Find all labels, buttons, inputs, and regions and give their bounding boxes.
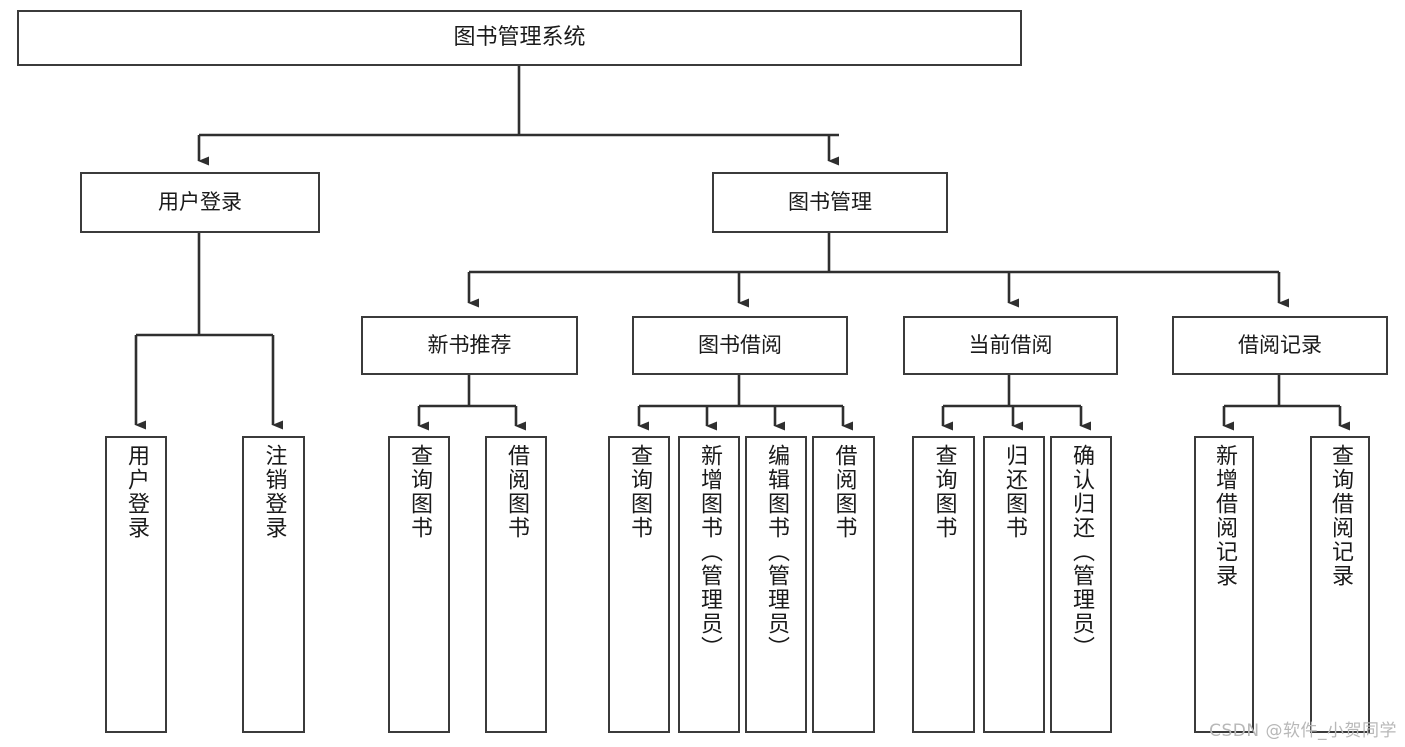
node-label: 注销登录 <box>261 444 287 540</box>
node-book-borrow[interactable]: 图书借阅 <box>632 316 848 375</box>
node-label: 用户登录 <box>124 444 149 540</box>
leaf-add-borrow-record[interactable]: 新增借阅记录 <box>1194 436 1254 733</box>
leaf-query-book-recommend[interactable]: 查询图书 <box>388 436 450 733</box>
node-label: 归还图书 <box>1002 444 1027 540</box>
node-label: 查询借阅记录 <box>1328 444 1353 588</box>
leaf-query-book-current[interactable]: 查询图书 <box>912 436 975 733</box>
leaf-confirm-return-admin[interactable]: 确认归还（管理员） <box>1050 436 1112 733</box>
node-label: 新书推荐 <box>427 332 512 357</box>
node-label: 图书借阅 <box>698 332 782 357</box>
node-new-book-recommend[interactable]: 新书推荐 <box>361 316 578 375</box>
node-label: 用户登录 <box>158 189 242 214</box>
leaf-add-book-admin[interactable]: 新增图书（管理员） <box>678 436 740 733</box>
node-label: 当前借阅 <box>968 332 1053 357</box>
node-current-borrow[interactable]: 当前借阅 <box>903 316 1118 375</box>
node-label: 确认归还（管理员） <box>1069 444 1094 660</box>
leaf-edit-book-admin[interactable]: 编辑图书（管理员） <box>745 436 807 733</box>
node-label: 借阅图书 <box>504 444 529 540</box>
leaf-query-book-borrow[interactable]: 查询图书 <box>608 436 670 733</box>
node-book-management[interactable]: 图书管理 <box>712 172 948 233</box>
node-label: 借阅记录 <box>1238 332 1322 357</box>
node-label: 查询图书 <box>627 444 652 540</box>
node-label: 查询图书 <box>407 444 432 540</box>
leaf-logout[interactable]: 注销登录 <box>242 436 305 733</box>
csdn-watermark: CSDN @软件_小贺同学 <box>1209 721 1397 741</box>
node-root-system[interactable]: 图书管理系统 <box>17 10 1022 66</box>
node-label: 编辑图书（管理员） <box>764 444 789 660</box>
node-label: 图书管理 <box>788 189 872 214</box>
node-label: 新增图书（管理员） <box>697 444 722 660</box>
node-label: 新增借阅记录 <box>1212 444 1237 588</box>
leaf-user-login[interactable]: 用户登录 <box>105 436 167 733</box>
leaf-query-borrow-record[interactable]: 查询借阅记录 <box>1310 436 1370 733</box>
node-label: 图书管理系统 <box>453 24 586 50</box>
node-user-login[interactable]: 用户登录 <box>80 172 320 233</box>
leaf-return-book[interactable]: 归还图书 <box>983 436 1045 733</box>
leaf-borrow-book-recommend[interactable]: 借阅图书 <box>485 436 547 733</box>
node-label: 借阅图书 <box>831 444 857 540</box>
leaf-borrow-book[interactable]: 借阅图书 <box>812 436 875 733</box>
node-label: 查询图书 <box>931 444 957 540</box>
node-borrow-record[interactable]: 借阅记录 <box>1172 316 1388 375</box>
